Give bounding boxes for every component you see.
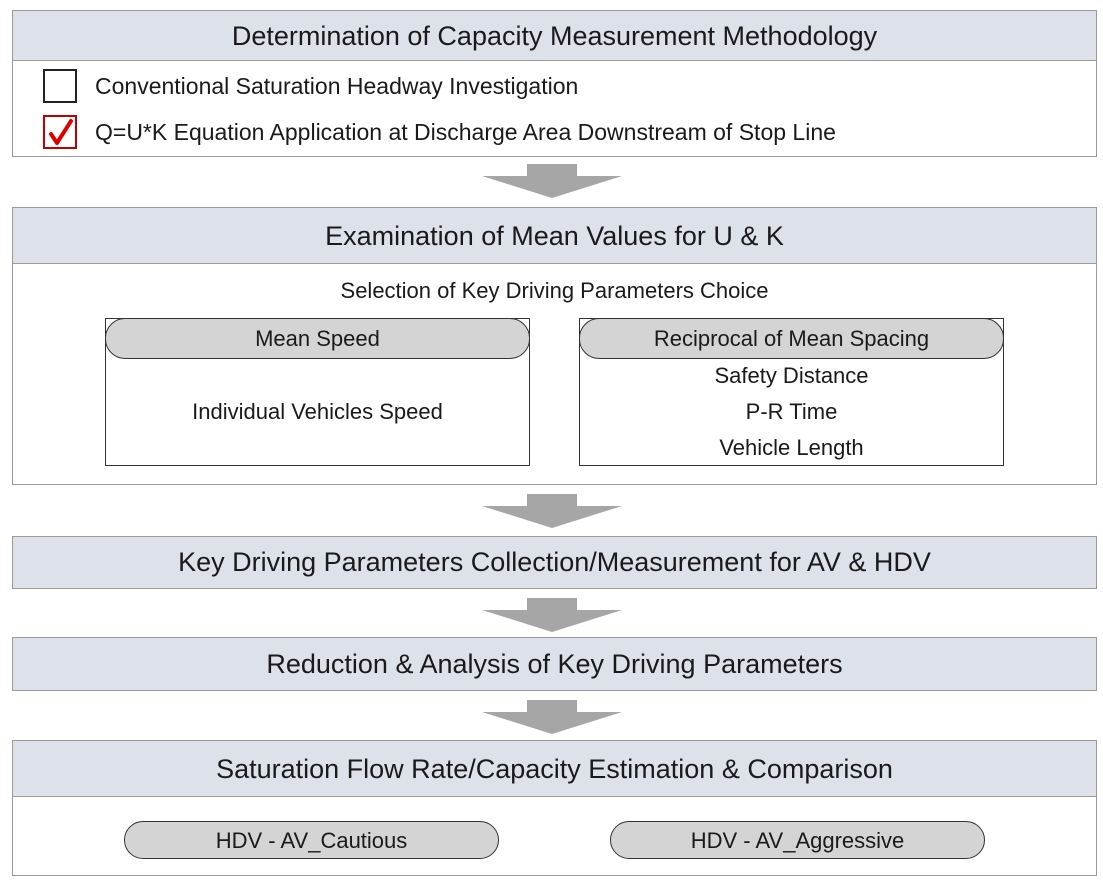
mean-values-title: Examination of Mean Values for U & K — [13, 208, 1096, 264]
param-item-safety-distance: Safety Distance — [714, 363, 869, 388]
mean-spacing-card: Reciprocal of Mean Spacing Safety Distan… — [579, 318, 1004, 466]
mean-values-box: Examination of Mean Values for U & K Sel… — [12, 207, 1097, 485]
collection-title: Key Driving Parameters Collection/Measur… — [13, 537, 1096, 588]
option-saturation-headway-label: Conventional Saturation Headway Investig… — [95, 72, 579, 99]
reduction-title: Reduction & Analysis of Key Driving Para… — [13, 638, 1096, 690]
down-arrow-icon — [482, 700, 622, 734]
unchecked-checkbox-icon[interactable] — [43, 69, 77, 103]
collection-box: Key Driving Parameters Collection/Measur… — [12, 536, 1097, 589]
comparison-cautious: HDV - AV_Cautious — [124, 821, 499, 859]
option-quk-equation-label: Q=U*K Equation Application at Discharge … — [95, 118, 836, 145]
mean-spacing-head: Reciprocal of Mean Spacing — [579, 318, 1004, 359]
selection-subtitle: Selection of Key Driving Parameters Choi… — [340, 278, 769, 303]
estimation-title: Saturation Flow Rate/Capacity Estimation… — [13, 741, 1096, 797]
param-item-vehicle-length: Vehicle Length — [719, 435, 864, 460]
mean-speed-head: Mean Speed — [105, 318, 530, 359]
param-item-pr-time: P-R Time — [745, 399, 838, 424]
option-quk-equation[interactable]: Q=U*K Equation Application at Discharge … — [43, 115, 836, 149]
methodology-box: Determination of Capacity Measurement Me… — [12, 10, 1097, 157]
down-arrow-icon — [482, 164, 622, 198]
down-arrow-icon — [482, 494, 622, 528]
option-saturation-headway[interactable]: Conventional Saturation Headway Investig… — [43, 69, 578, 103]
methodology-title: Determination of Capacity Measurement Me… — [13, 11, 1096, 61]
checked-checkbox-icon[interactable] — [43, 115, 77, 149]
mean-speed-card: Mean Speed Individual Vehicles Speed — [105, 318, 530, 466]
checkmark-icon — [49, 119, 73, 145]
reduction-box: Reduction & Analysis of Key Driving Para… — [12, 637, 1097, 691]
comparison-aggressive: HDV - AV_Aggressive — [610, 821, 985, 859]
down-arrow-icon — [482, 598, 622, 632]
estimation-box: Saturation Flow Rate/Capacity Estimation… — [12, 740, 1097, 876]
param-item-individual-speed: Individual Vehicles Speed — [192, 399, 443, 424]
